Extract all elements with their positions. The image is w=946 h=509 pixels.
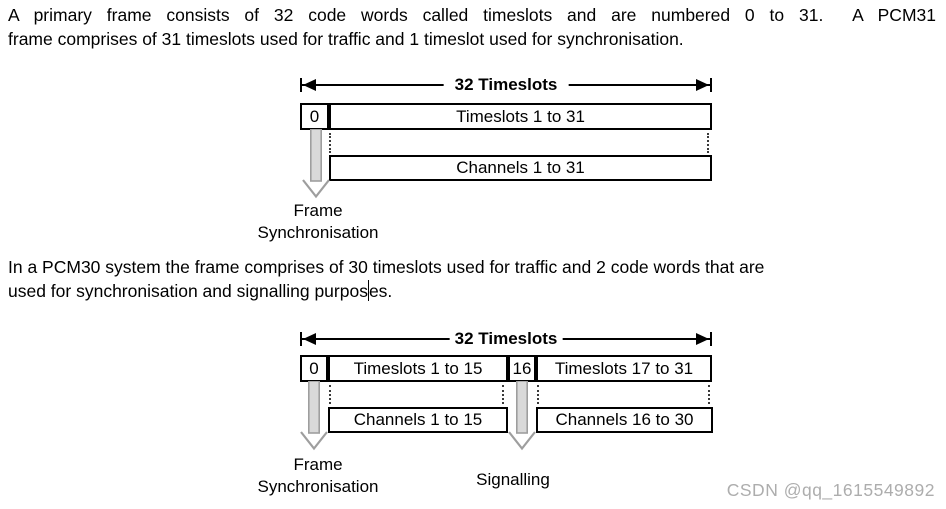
timeslots-1-31-box: Timeslots 1 to 31 bbox=[329, 103, 712, 130]
frame-sync-down-arrow-icon bbox=[302, 129, 330, 199]
frame-sync-label-line2: Synchronisation bbox=[257, 223, 379, 242]
frame-sync-label-line1: Frame bbox=[293, 201, 343, 220]
watermark: CSDN @qq_1615549892 bbox=[726, 480, 935, 500]
timeslots-1-15-box: Timeslots 1 to 15 bbox=[328, 355, 508, 382]
channels-1-31-box: Channels 1 to 31 bbox=[329, 155, 712, 181]
dotted-connector-left bbox=[329, 133, 331, 153]
timeslot16-box: 16 bbox=[508, 355, 536, 382]
measure-arrow-32-timeslots: 32 Timeslots bbox=[300, 329, 712, 349]
frame-sync-label-line2: Synchronisation bbox=[257, 477, 379, 496]
paragraph-pcm30-line1: In a PCM30 system the frame comprises of… bbox=[8, 257, 765, 277]
measure-label: 32 Timeslots bbox=[443, 75, 569, 95]
dotted-connector-2 bbox=[502, 385, 504, 404]
channels-1-15-box: Channels 1 to 15 bbox=[328, 407, 508, 433]
timeslots-17-31-box: Timeslots 17 to 31 bbox=[536, 355, 712, 382]
frame-sync-label-line1: Frame bbox=[293, 455, 343, 474]
frame-sync-label: Frame Synchronisation bbox=[242, 454, 394, 498]
paragraph-pcm30-line2-before-caret: used for synchronisation and signalling … bbox=[8, 280, 368, 301]
frame-sync-label: Frame Synchronisation bbox=[242, 200, 394, 244]
text-caret bbox=[367, 279, 369, 301]
channels-16-30-box: Channels 16 to 30 bbox=[536, 407, 713, 433]
paragraph-pcm31-line2: frame comprises of 31 timeslots used for… bbox=[8, 28, 684, 49]
dotted-connector-right bbox=[707, 133, 709, 153]
arrowhead-right-icon bbox=[696, 79, 709, 91]
dotted-connector-3 bbox=[537, 385, 539, 404]
dotted-connector-1 bbox=[329, 385, 331, 404]
paragraph-pcm30-line2: used for synchronisation and signalling … bbox=[8, 279, 936, 304]
measure-arrow-32-timeslots: 32 Timeslots bbox=[300, 75, 712, 95]
paragraph-pcm30-line2-after-caret: es. bbox=[368, 280, 393, 301]
paragraph-pcm30[interactable]: In a PCM30 system the frame comprises of… bbox=[8, 256, 936, 303]
signalling-down-arrow-icon bbox=[508, 381, 536, 451]
measure-label: 32 Timeslots bbox=[449, 329, 563, 349]
signalling-label: Signalling bbox=[476, 470, 550, 489]
measure-tick-right bbox=[710, 78, 712, 92]
dotted-connector-4 bbox=[708, 385, 710, 404]
frame-sync-down-arrow-icon bbox=[300, 381, 328, 451]
arrowhead-left-icon bbox=[303, 333, 316, 345]
measure-tick-left bbox=[300, 332, 302, 346]
timeslot0-box: 0 bbox=[300, 355, 328, 382]
measure-tick-left bbox=[300, 78, 302, 92]
measure-tick-right bbox=[710, 332, 712, 346]
arrowhead-left-icon bbox=[303, 79, 316, 91]
timeslot0-box: 0 bbox=[300, 103, 329, 130]
paragraph-pcm31-line1: A primary frame consists of 32 code word… bbox=[8, 5, 936, 25]
arrowhead-right-icon bbox=[696, 333, 709, 345]
paragraph-pcm31[interactable]: A primary frame consists of 32 code word… bbox=[8, 4, 936, 51]
